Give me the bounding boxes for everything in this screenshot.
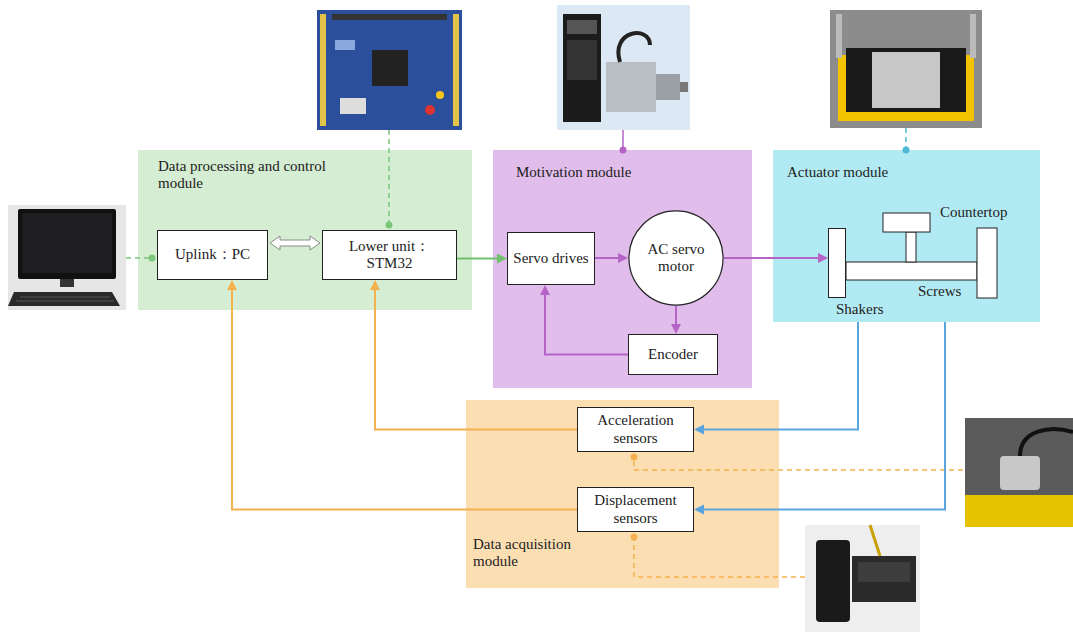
connector-line bbox=[457, 258, 497, 260]
module-title: Data acquisition module bbox=[473, 536, 598, 571]
node-text: Encoder bbox=[648, 346, 698, 363]
laser-sensor-photo bbox=[805, 525, 920, 632]
leader-dot bbox=[149, 147, 910, 541]
text-stack: Lower unit： STM32 bbox=[342, 238, 437, 273]
node-text: Displacement sensors bbox=[583, 492, 688, 527]
node-text: Servo drives bbox=[513, 250, 588, 267]
sensor-box: Acceleration sensors bbox=[577, 407, 694, 452]
text-stack: Uplink：PC bbox=[175, 246, 250, 263]
connector-line bbox=[545, 295, 628, 355]
module-title: Data processing and control module bbox=[158, 158, 338, 193]
module-ground bbox=[138, 150, 472, 310]
text-stack: Displacement sensors bbox=[583, 492, 688, 527]
text-stack: AC servo motor bbox=[640, 241, 712, 276]
arrowhead bbox=[540, 285, 550, 295]
sensor-box: Displacement sensors bbox=[577, 487, 694, 532]
process-box: Uplink：PC bbox=[157, 230, 268, 280]
connector-arrow bbox=[671, 306, 681, 334]
node-text: Actuator module bbox=[787, 164, 888, 181]
part-label: Countertop bbox=[940, 204, 1008, 221]
connector-arrow bbox=[457, 254, 507, 264]
pc-photo bbox=[8, 205, 126, 310]
node-text: Lower unit： STM32 bbox=[342, 238, 437, 273]
text-stack: Encoder bbox=[648, 346, 698, 363]
process-box: Lower unit： STM32 bbox=[322, 230, 457, 280]
node-text: AC servo motor bbox=[640, 241, 712, 276]
module-title: Motivation module bbox=[516, 164, 631, 181]
module-panel: Actuator moduleShakers bbox=[773, 150, 1040, 322]
module-ground bbox=[493, 150, 752, 388]
connector-arrow bbox=[370, 280, 577, 430]
arrowhead bbox=[618, 253, 628, 263]
node-text: Data acquisition module bbox=[473, 536, 598, 571]
arrowhead bbox=[671, 324, 681, 334]
arrowhead bbox=[694, 505, 704, 515]
board-photo bbox=[317, 10, 462, 130]
connector-arrow bbox=[227, 280, 577, 510]
connector-arrow bbox=[694, 322, 858, 435]
node-text: Uplink：PC bbox=[175, 246, 250, 263]
connector-line bbox=[704, 322, 945, 510]
connector-arrow bbox=[694, 322, 945, 515]
process-box: Servo drives bbox=[507, 232, 595, 285]
connector-arrow bbox=[270, 236, 320, 250]
motor-circle: AC servo motor bbox=[628, 210, 724, 306]
connector-line bbox=[232, 290, 577, 510]
node-text: Shakers bbox=[836, 301, 884, 318]
node-text: Motivation module bbox=[516, 164, 631, 181]
leader-line bbox=[126, 128, 963, 577]
arrowhead bbox=[694, 425, 704, 435]
module-panel: Data acquisition module Acceleration sens… bbox=[466, 400, 779, 588]
arrowhead bbox=[818, 253, 828, 263]
arrowhead bbox=[497, 254, 507, 264]
text-stack: Servo drives bbox=[513, 250, 588, 267]
connector-line bbox=[704, 322, 858, 430]
node-text: Acceleration sensors bbox=[583, 412, 688, 447]
module-panel: Motivation moduleServo drives AC servo mo… bbox=[493, 150, 752, 388]
connector-arrow bbox=[724, 253, 828, 263]
arrowhead bbox=[370, 280, 380, 290]
servo-photo bbox=[557, 5, 690, 130]
connector-line bbox=[375, 290, 577, 430]
connector-line bbox=[595, 257, 618, 259]
process-box: Encoder bbox=[628, 334, 718, 375]
arrowhead bbox=[227, 280, 237, 290]
text-stack: Acceleration sensors bbox=[583, 412, 688, 447]
table-photo bbox=[830, 10, 982, 128]
connector-arrow bbox=[595, 253, 628, 263]
module-ground bbox=[773, 150, 1040, 322]
node-text: Data processing and control module bbox=[158, 158, 338, 193]
module-title: Actuator module bbox=[787, 164, 888, 181]
part-label-text: Countertop bbox=[940, 204, 1008, 221]
connector-line bbox=[724, 257, 818, 259]
accelerometer-photo bbox=[965, 418, 1073, 527]
part-label: Screws bbox=[918, 283, 961, 300]
shaker-bar: Shakers bbox=[828, 228, 846, 298]
part-label-text: Screws bbox=[918, 283, 961, 300]
module-ground bbox=[466, 400, 779, 588]
connector-arrow bbox=[540, 285, 628, 355]
module-panel: Data processing and control moduleUplink… bbox=[138, 150, 472, 310]
connector-line bbox=[675, 306, 677, 324]
double-arrow bbox=[270, 236, 320, 250]
part-label: Shakers bbox=[836, 301, 884, 318]
